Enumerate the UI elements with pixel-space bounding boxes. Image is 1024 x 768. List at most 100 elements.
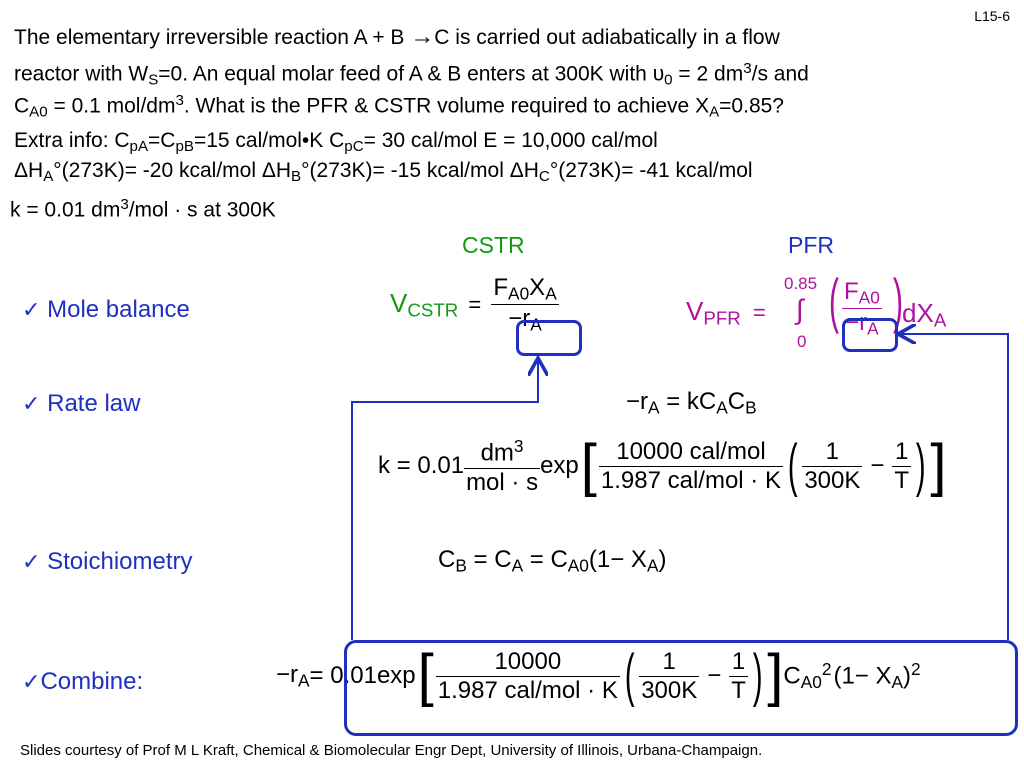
v-symbol: VCSTR	[390, 287, 459, 321]
subscript: pC	[344, 137, 364, 155]
pfr-left-paren: (	[828, 267, 839, 334]
step-combine: ✓Combine:	[22, 668, 143, 696]
combine-prefix: = 0.01exp	[309, 662, 416, 689]
check-icon: ✓	[22, 669, 41, 694]
problem-text: /s and	[751, 62, 809, 86]
check-icon: ✓	[22, 391, 41, 416]
right-paren: )	[752, 643, 763, 708]
integral-lower-limit: 0	[797, 332, 807, 351]
left-bracket: [	[580, 433, 597, 499]
pfr-equation: VPFR =	[686, 296, 772, 330]
problem-text: . What is the PFR & CSTR volume required…	[183, 94, 710, 118]
stoich-equation: CB = CA = CA0(1− XA)	[438, 546, 667, 576]
right-paren: )	[915, 433, 926, 499]
problem-text: C	[14, 94, 30, 118]
subscript: A	[709, 103, 720, 121]
extra-text: ΔH	[14, 159, 44, 182]
problem-text: The elementary irreversible reaction A +…	[14, 26, 411, 49]
cstr-numerator: FA0XA	[493, 274, 557, 304]
footer-credit: Slides courtesy of Prof M L Kraft, Chemi…	[20, 742, 763, 759]
extra-text: °(273K)= -41 kcal/mol	[549, 159, 753, 182]
problem-line-1: The elementary irreversible reaction A +…	[14, 24, 780, 51]
combine-box	[344, 640, 1018, 736]
subscript: 0	[664, 71, 673, 89]
k-prefix: k = 0.01	[378, 452, 465, 480]
problem-text: =0.85?	[719, 94, 784, 118]
extra-line-1: Extra info: CpA=CpB=15 cal/mol•K CpC= 30…	[14, 128, 658, 160]
subscript: A0	[29, 103, 48, 121]
superscript: 3	[175, 92, 184, 109]
cstr-header: CSTR	[462, 232, 525, 258]
left-paren: (	[787, 433, 798, 499]
inv-t-fraction: 1 T	[892, 437, 912, 494]
extra-text: °(273K)= -15 kcal/mol ΔH	[301, 159, 539, 182]
problem-text: =0. An equal molar feed of A & B enters …	[158, 62, 653, 86]
subscript: pB	[175, 137, 194, 155]
arrow-icon: →	[410, 23, 435, 50]
step-label: Stoichiometry	[47, 548, 193, 575]
superscript: 3	[120, 196, 129, 213]
activation-fraction: 10000 1.987 cal/mol · K	[435, 647, 620, 704]
upsilon-symbol: υ	[652, 62, 665, 86]
inv-t-fraction: 1 T	[729, 647, 748, 704]
step-label: Mole balance	[47, 296, 190, 323]
left-bracket: [	[417, 643, 434, 708]
cstr-rate-box	[516, 320, 582, 356]
minus: −	[707, 662, 722, 689]
problem-line-3: CA0 = 0.1 mol/dm3. What is the PFR & CST…	[14, 88, 784, 125]
problem-text: reactor with W	[14, 62, 149, 86]
step-label: Rate law	[47, 390, 141, 417]
extra-text: k = 0.01 dm	[10, 198, 121, 222]
extra-text: =C	[148, 129, 176, 152]
fraction-bar	[842, 308, 882, 310]
minus: −	[870, 452, 885, 480]
subscript: S	[148, 71, 159, 89]
problem-text: C is carried out adiabatically in a flow	[434, 26, 780, 49]
extra-text: °(273K)= -20 kcal/mol ΔH	[53, 159, 292, 182]
fraction-bar	[491, 304, 559, 306]
problem-line-2: reactor with WS=0. An equal molar feed o…	[14, 56, 809, 93]
v-symbol: VPFR	[686, 296, 741, 329]
integral-sign: ∫	[796, 294, 804, 325]
subscript: C	[538, 167, 550, 185]
arrow-to-cstr	[351, 360, 538, 640]
cstr-equation: VCSTR = FA0XA −rA	[390, 274, 559, 336]
extra-text: /mol · s at 300K	[128, 198, 276, 222]
rate-law-equation: −rA = kCACB	[626, 388, 757, 418]
exp-label: exp	[540, 452, 579, 480]
cstr-fraction: FA0XA −rA	[491, 274, 559, 336]
subscript: A	[43, 167, 54, 185]
extra-line-2: ΔHA°(273K)= -20 kcal/mol ΔHB°(273K)= -15…	[14, 158, 753, 190]
cstr-denominator: −rA	[508, 305, 542, 335]
activation-fraction: 10000 cal/mol 1.987 cal/mol · K	[598, 437, 783, 494]
problem-text: = 2 dm	[672, 62, 744, 86]
pfr-fraction: FA0 −rA	[842, 278, 882, 340]
right-bracket: ]	[930, 433, 947, 499]
step-stoichiometry: ✓ Stoichiometry	[22, 548, 193, 576]
left-paren: (	[624, 643, 635, 708]
combine-equation: −rA = 0.01exp [ 10000 1.987 cal/mol · K …	[276, 643, 921, 708]
problem-text: = 0.1 mol/dm	[47, 94, 176, 118]
step-label: Combine:	[40, 668, 144, 695]
pfr-denominator: −rA	[845, 309, 879, 339]
pfr-rate-box	[842, 318, 898, 352]
subscript: pA	[129, 137, 149, 155]
check-icon: ✓	[22, 549, 41, 574]
pfr-dx: dXA	[902, 298, 947, 331]
k-equation: k = 0.01 dm3 mol · s exp [ 10000 cal/mol…	[378, 436, 947, 497]
equals: =	[468, 291, 482, 317]
pfr-header: PFR	[788, 232, 834, 258]
step-mole-balance: ✓ Mole balance	[22, 296, 190, 324]
check-icon: ✓	[22, 297, 41, 322]
inv-300-fraction: 1 300K	[639, 647, 700, 704]
integral-upper-limit: 0.85	[784, 274, 818, 293]
equals: =	[752, 300, 766, 325]
inv-300-fraction: 1 300K	[802, 437, 863, 494]
pfr-right-paren: )	[892, 267, 903, 334]
k-units-fraction: dm3 mol · s	[464, 436, 541, 496]
step-rate-law: ✓ Rate law	[22, 390, 140, 418]
extra-text: Extra info: C	[14, 129, 130, 152]
right-bracket: ]	[767, 643, 784, 708]
pfr-numerator: FA0	[844, 278, 880, 308]
slide-id: L15-6	[974, 8, 1010, 24]
